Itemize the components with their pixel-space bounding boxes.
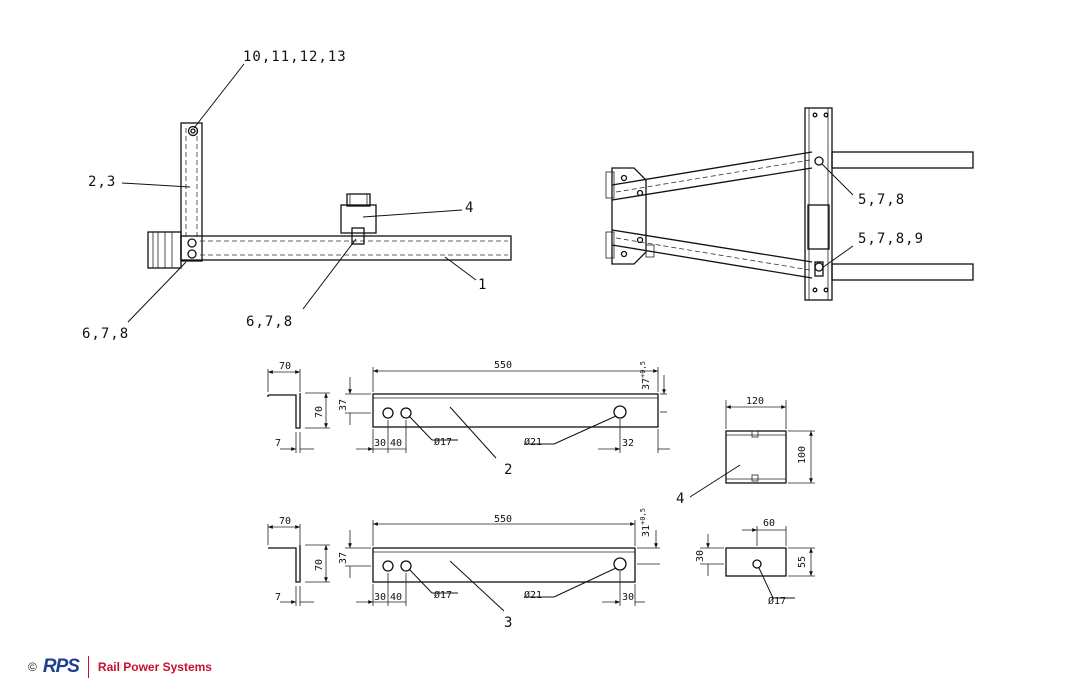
- dim-part2-height-70: 70: [314, 406, 325, 418]
- dim-part2-height-37: 37: [338, 399, 349, 411]
- callout-10-11-12-13: 10,11,12,13: [243, 49, 347, 65]
- dim-part3-edge-30-right: 30: [622, 592, 634, 603]
- callout-5-7-8-9: 5,7,8,9: [858, 231, 924, 247]
- dim-part3-edge-40: 40: [390, 592, 402, 603]
- company-name: Rail Power Systems: [97, 660, 212, 674]
- dim-part2-length-550: 550: [494, 360, 512, 371]
- callout-2: 2: [504, 462, 513, 478]
- dim-part3-height-37: 37: [338, 552, 349, 564]
- logo-divider: [87, 656, 89, 678]
- callout-3: 3: [504, 615, 513, 631]
- part-4-detail: [689, 400, 815, 599]
- part-3-detail: [267, 520, 660, 612]
- callout-4-top: 4: [465, 200, 474, 216]
- part-2-detail: [267, 367, 670, 459]
- dim-part4-width-60: 60: [763, 518, 775, 529]
- dim-part4-height-100: 100: [797, 446, 808, 464]
- dim-part2-edge-40: 40: [390, 438, 402, 449]
- dim-part2-edge-30: 30: [374, 438, 386, 449]
- dim-part2-width-70: 70: [279, 361, 291, 372]
- callout-6-7-8-mid: 6,7,8: [246, 314, 293, 330]
- dim-part3-length-550: 550: [494, 514, 512, 525]
- callout-6-7-8-left: 6,7,8: [82, 326, 129, 342]
- dim-part4-width-120: 120: [746, 396, 764, 407]
- dim-part2-thickness-7: 7: [275, 438, 281, 449]
- top-view: [605, 107, 974, 301]
- copyright-symbol: ©: [28, 660, 37, 674]
- dim-part2-edge-32: 32: [622, 438, 634, 449]
- dim-part3-edge-30: 30: [374, 592, 386, 603]
- callout-4-detail: 4: [676, 491, 685, 507]
- dim-part3-tolerance-31: 31+0,5: [639, 508, 652, 537]
- footer: © RPS Rail Power Systems: [28, 654, 212, 680]
- dim-part3-width-70: 70: [279, 516, 291, 527]
- dim-part2-hole-17: Ø17: [434, 436, 452, 448]
- callout-5-7-8: 5,7,8: [858, 192, 905, 208]
- dim-part4-hole-17: Ø17: [768, 595, 786, 607]
- dim-part2-tolerance-37: 37+0,5: [639, 361, 652, 390]
- side-view: [121, 63, 512, 323]
- rps-logo: RPS: [42, 656, 80, 677]
- dim-part4-height-30: 30: [695, 550, 706, 562]
- dim-part3-height-70: 70: [314, 559, 325, 571]
- dim-part3-hole-17: Ø17: [434, 589, 452, 601]
- dim-part3-thickness-7: 7: [275, 592, 281, 603]
- callout-1: 1: [478, 277, 487, 293]
- callout-2-3: 2,3: [88, 174, 116, 190]
- dim-part2-hole-21: Ø21: [524, 436, 542, 448]
- dim-part3-hole-21: Ø21: [524, 589, 542, 601]
- dim-part4-height-55: 55: [797, 556, 808, 568]
